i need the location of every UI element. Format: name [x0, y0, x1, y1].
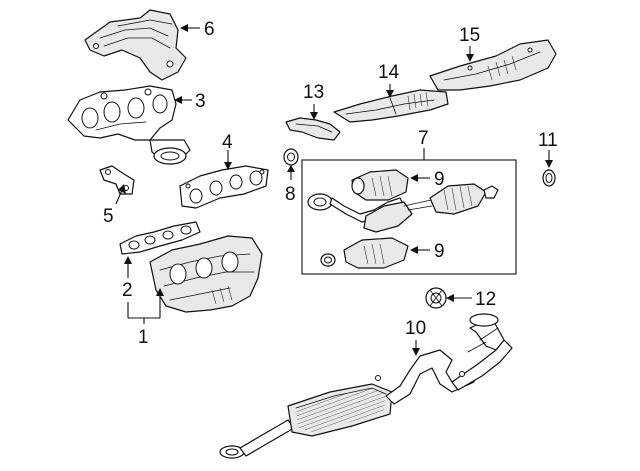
part-3-exhaust-manifold — [67, 85, 191, 165]
part-13-heat-shield — [285, 117, 341, 141]
callout-7: 7 — [418, 128, 429, 149]
callout-5: 5 — [103, 206, 114, 227]
callout-6: 6 — [204, 19, 215, 40]
part-1-manifold-assembly — [149, 235, 263, 313]
callout-12: 12 — [475, 289, 496, 310]
callout-15: 15 — [459, 25, 480, 46]
part-12-hanger — [425, 287, 447, 309]
callout-11: 11 — [538, 130, 558, 151]
callout-numbers: 6 3 4 5 2 1 8 13 14 15 7 9 9 11 12 10 — [103, 19, 558, 348]
part-7-front-pipe — [307, 183, 499, 233]
part-6-heat-shield — [84, 9, 187, 81]
callout-8: 8 — [285, 184, 296, 205]
callout-9-lower: 9 — [434, 241, 445, 262]
part-5-bracket — [99, 165, 135, 195]
callout-9-upper: 9 — [434, 169, 445, 190]
part-4-gasket — [179, 165, 269, 209]
part-10-muffler-tailpipe — [219, 313, 513, 459]
part-7-assembly-box — [301, 159, 517, 275]
callout-10: 10 — [405, 318, 426, 339]
part-14-heat-shield — [333, 89, 449, 123]
callout-2: 2 — [122, 280, 133, 301]
callout-1: 1 — [138, 327, 149, 348]
callout-4: 4 — [222, 132, 233, 153]
part-15-heat-shield — [429, 39, 557, 91]
callout-13: 13 — [303, 82, 324, 103]
part-2-gasket — [119, 221, 201, 255]
part-9-converter-lower — [320, 237, 409, 269]
part-9-converter-upper — [351, 169, 409, 201]
callout-3: 3 — [195, 91, 206, 112]
part-11-gasket-ring — [542, 169, 556, 187]
callout-14: 14 — [378, 62, 400, 83]
leader-lines — [115, 24, 553, 356]
part-8-gasket-ring — [283, 148, 299, 166]
